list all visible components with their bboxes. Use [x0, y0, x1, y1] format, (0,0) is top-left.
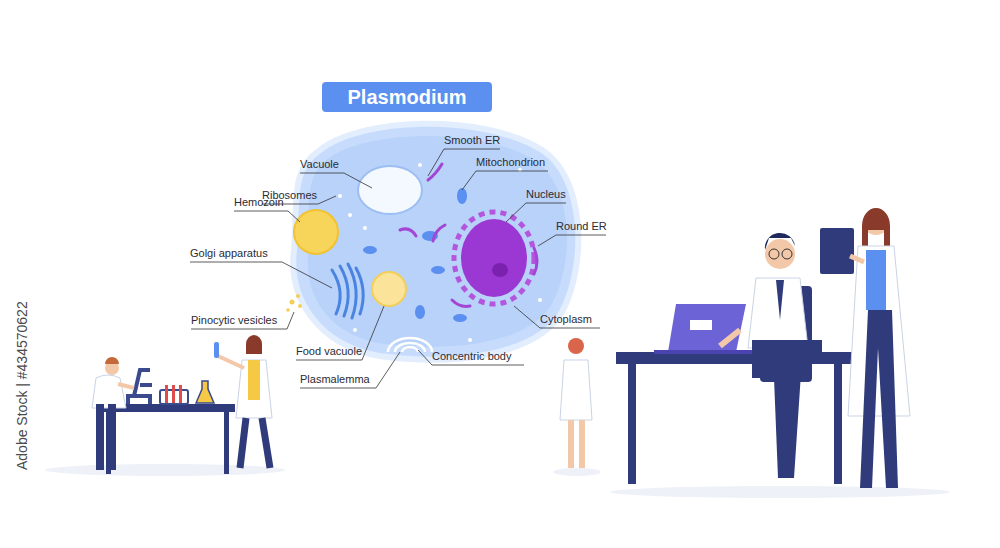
part-label: Vacuole — [300, 158, 339, 171]
part-label: Round ER — [556, 220, 607, 233]
part-label: Mitochondrion — [476, 156, 545, 169]
part-label: Plasmalemma — [300, 373, 370, 386]
part-label: Pinocytic vesicles — [191, 314, 277, 327]
woman-figure — [553, 338, 601, 476]
part-label: Cytoplasm — [540, 313, 592, 326]
part-label: Nucleus — [526, 188, 566, 201]
leader-lines — [190, 149, 606, 388]
office-scene — [610, 208, 950, 498]
cell-drawing — [286, 124, 578, 360]
part-label: Golgi apparatus — [190, 247, 268, 260]
part-label: Hemozoin — [234, 196, 284, 209]
watermark: Adobe Stock | #434570622 — [14, 301, 30, 470]
title-banner: Plasmodium — [322, 82, 492, 112]
lab-scene — [45, 335, 285, 476]
part-label: Concentric body — [432, 350, 512, 363]
part-label: Food vacuole — [296, 345, 362, 358]
part-label: Smooth ER — [444, 134, 500, 147]
